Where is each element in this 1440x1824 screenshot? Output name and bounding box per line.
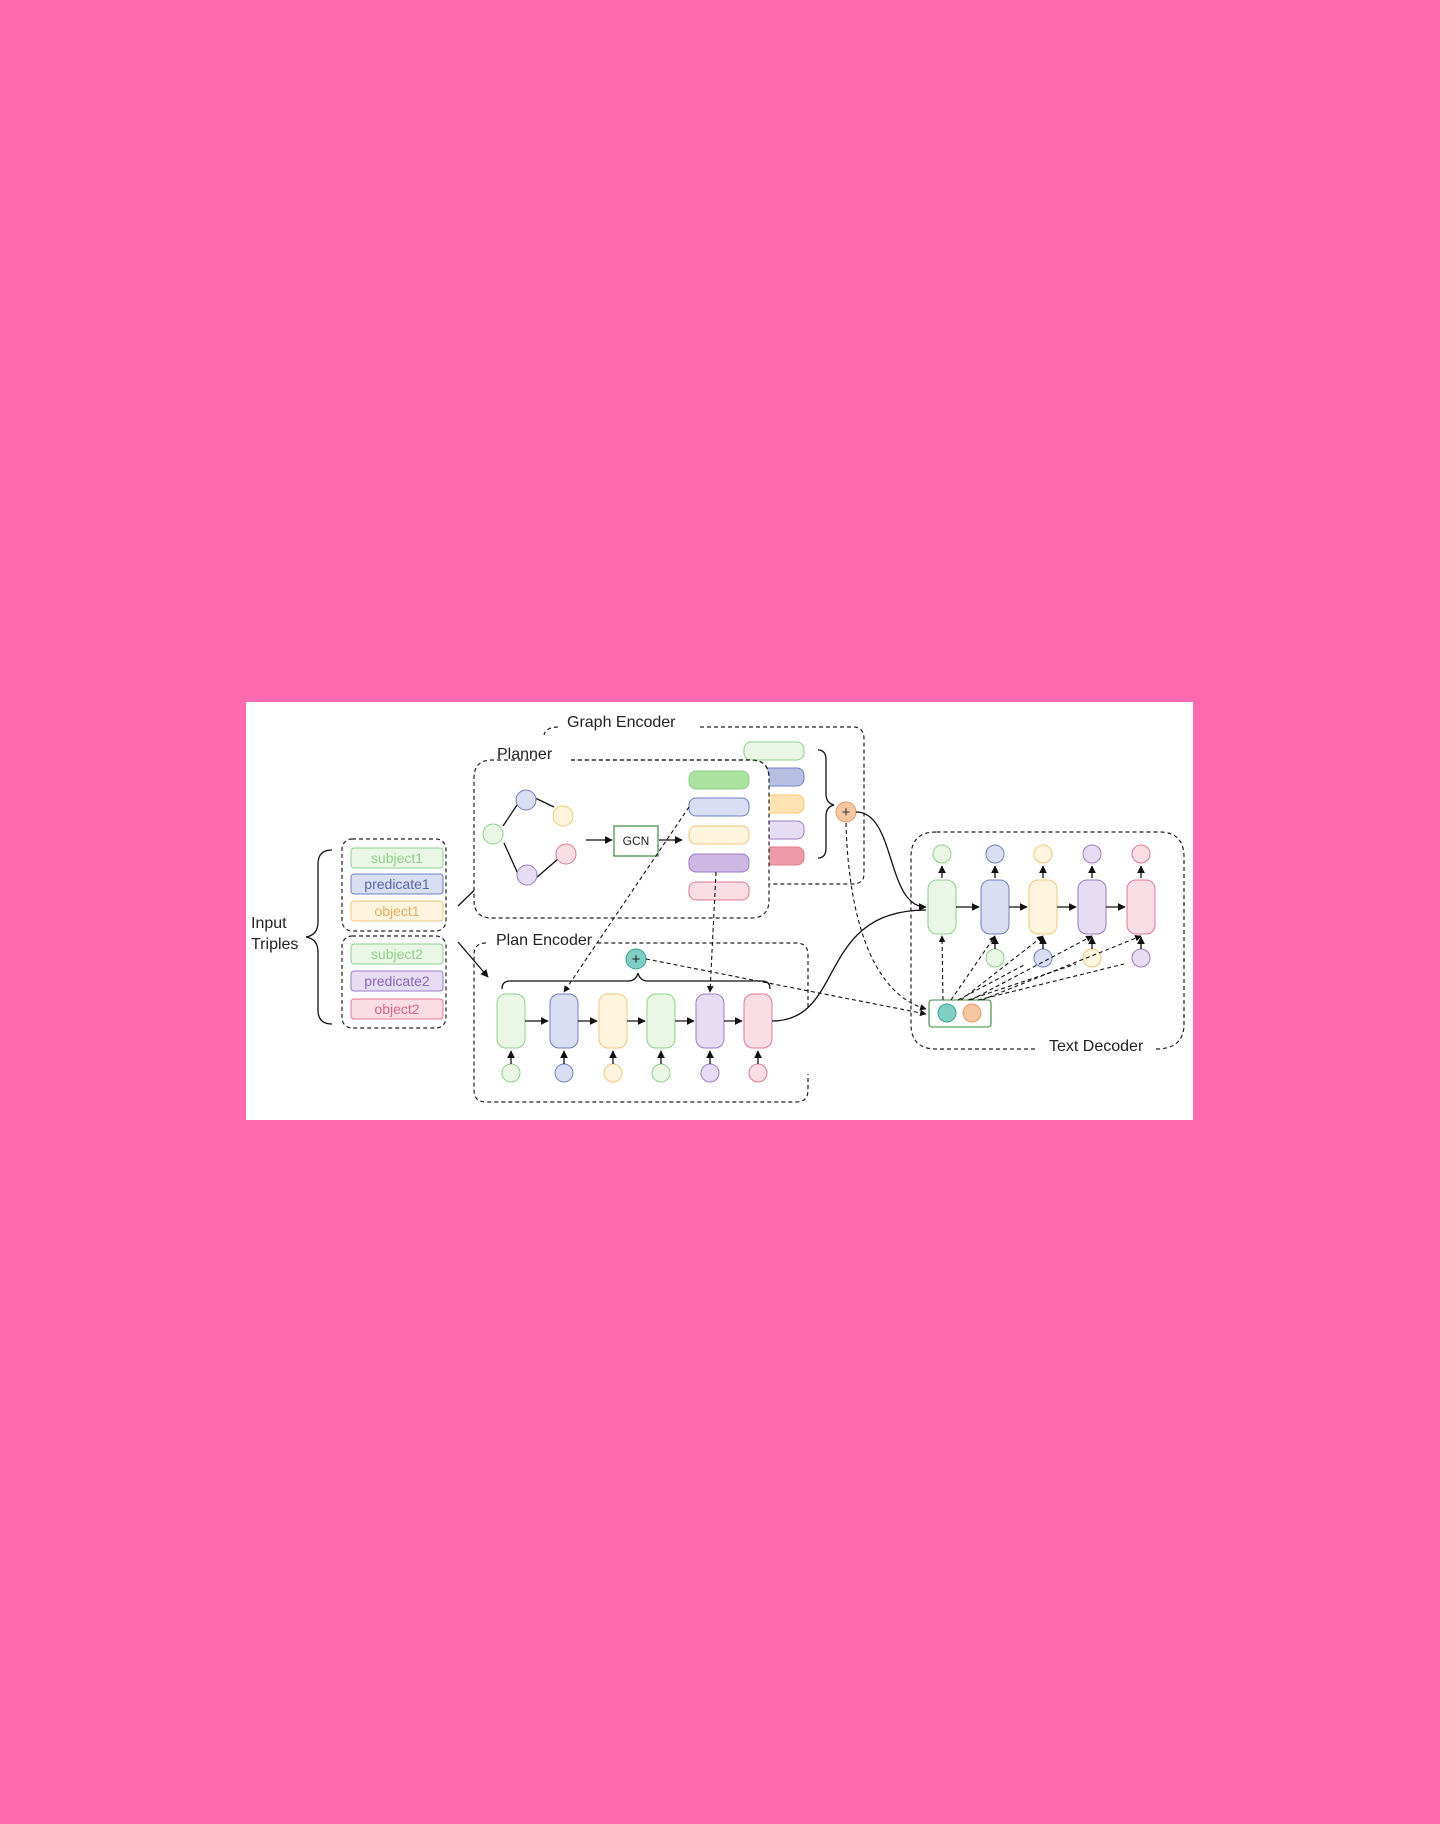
plan-cell-3 (598, 993, 628, 1049)
plan-cell-2 (549, 993, 579, 1049)
graph-brace (817, 749, 835, 859)
predicate1-box (350, 873, 444, 895)
graph-plus-sign: + (842, 804, 851, 821)
planner-emb-5 (688, 881, 750, 901)
context-plan-circle (937, 1003, 957, 1023)
graph-encoder-frame (543, 726, 865, 885)
triple2-group (341, 935, 447, 1029)
graph-emb-1 (743, 741, 805, 761)
model-architecture-diagram: Input Triples subject1 predicate1 object… (246, 702, 1193, 1120)
predicate2-text: predicate2 (364, 973, 430, 989)
plan-encoder-frame (473, 942, 809, 1103)
planner-label: Planner (497, 746, 553, 763)
decoder-outputs (932, 844, 1151, 878)
graph-node-object1 (552, 805, 574, 827)
predicate2-box (350, 970, 444, 992)
text-decoder-label: Text Decoder (1049, 1038, 1144, 1055)
input-triples: Input Triples subject1 predicate1 object… (251, 838, 494, 1029)
text-decoder-frame (910, 831, 1185, 1050)
decoder-inputs (985, 936, 1151, 968)
plan-brace (501, 972, 771, 990)
predicate1-text: predicate1 (364, 876, 430, 892)
graph-to-decoder (855, 811, 927, 911)
triples-brace (305, 849, 333, 1025)
gcn-label: GCN (623, 834, 650, 848)
planner-emb-4 (688, 853, 750, 873)
plan-plus-to-context (645, 958, 927, 1017)
decoder-cell-2 (980, 879, 1010, 935)
arrow-to-plan-encoder (457, 941, 489, 978)
plan-inputs (501, 1050, 768, 1083)
subject2-text: subject2 (371, 946, 423, 962)
decoder-cell-5 (1126, 879, 1156, 935)
graph-node-subject (482, 823, 504, 845)
plan-cell-6 (743, 993, 773, 1049)
context-graph-circle (962, 1003, 982, 1023)
object1-text: object1 (374, 903, 419, 919)
plan-to-decoder (771, 909, 927, 1022)
graph-node-predicate2 (516, 864, 538, 886)
planner-emb-1 (688, 770, 750, 790)
decoder-cell-4 (1077, 879, 1107, 935)
link-planner-to-cell2 (563, 806, 690, 993)
object2-text: object2 (374, 1001, 419, 1017)
plan-encoder: Plan Encoder + (473, 806, 809, 1103)
planner-emb-3 (688, 825, 750, 845)
plan-encoder-label: Plan Encoder (496, 932, 593, 949)
plan-cell-5 (695, 993, 725, 1049)
object1-box (350, 900, 444, 922)
plan-cell-4 (646, 993, 676, 1049)
triples-label: Triples (251, 936, 298, 953)
planner-emb-2 (688, 797, 750, 817)
graph-encoder: Graph Encoder + (543, 714, 865, 885)
plan-cell-1 (496, 993, 526, 1049)
subject1-box (350, 847, 444, 869)
decoder-cell-3 (1028, 879, 1058, 935)
planner: Planner GCN (473, 746, 770, 919)
triple1-group (341, 838, 447, 932)
graph-node-object2 (555, 843, 577, 865)
input-label: Input (251, 915, 287, 932)
graph-encoder-label: Graph Encoder (567, 714, 676, 731)
decoder-cell-1 (927, 879, 957, 935)
text-decoder: Text Decoder (910, 831, 1185, 1055)
graph-plus-to-context (845, 822, 927, 1011)
graph-node-predicate1 (515, 789, 537, 811)
plan-plus-sign: + (632, 951, 641, 968)
planner-frame (473, 759, 770, 919)
subject1-text: subject1 (371, 850, 423, 866)
object2-box (350, 998, 444, 1020)
triple-graph (482, 789, 577, 886)
subject2-box (350, 943, 444, 965)
gcn-box (613, 825, 659, 857)
